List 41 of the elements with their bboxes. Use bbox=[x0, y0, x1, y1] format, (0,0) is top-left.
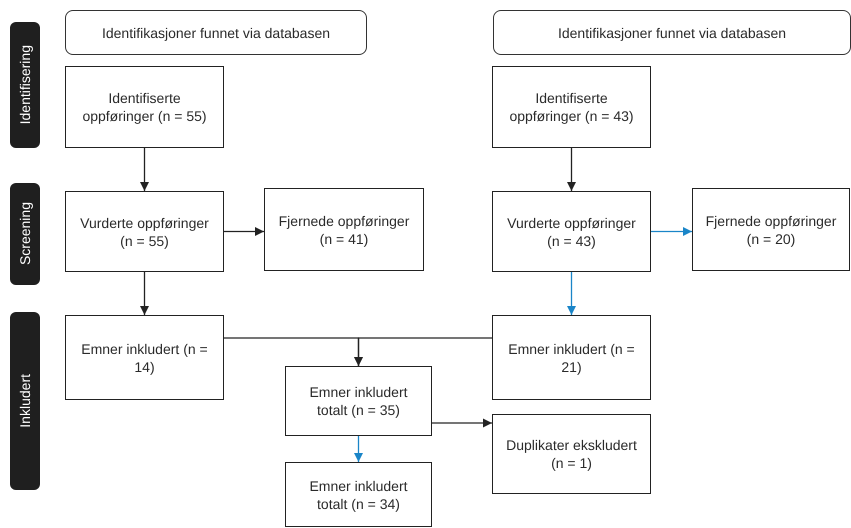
stage-text: Identifisering bbox=[17, 45, 33, 125]
node-text: Identifiserte oppføringer (n = 43) bbox=[508, 89, 635, 125]
stage-label bbox=[10, 183, 40, 285]
node-text: Emner inkludert totalt (n = 35) bbox=[308, 383, 409, 419]
arrow bbox=[566, 148, 576, 191]
node-text: Vurderte oppføringer (n = 55) bbox=[79, 214, 210, 250]
stage-label bbox=[10, 312, 40, 490]
process-box bbox=[65, 191, 224, 272]
process-box bbox=[285, 366, 432, 436]
arrow bbox=[140, 148, 150, 191]
arrow bbox=[354, 337, 492, 366]
node-text: Emner inkludert (n = 21) bbox=[507, 340, 636, 376]
stage-label bbox=[10, 22, 40, 148]
node-text: Emner inkludert (n = 14) bbox=[80, 340, 209, 376]
process-box bbox=[65, 66, 224, 148]
arrow bbox=[432, 418, 492, 428]
process-box bbox=[264, 188, 424, 271]
arrow bbox=[224, 226, 264, 236]
process-box bbox=[492, 414, 651, 494]
arrow bbox=[566, 272, 576, 315]
process-box bbox=[492, 315, 651, 400]
stage-text: Screening bbox=[17, 202, 33, 266]
arrow bbox=[140, 272, 150, 315]
node-text: Duplikater ekskludert (n = 1) bbox=[505, 436, 638, 472]
node-text: Fjernede oppføringer (n = 41) bbox=[278, 212, 410, 248]
process-box bbox=[492, 66, 651, 148]
source-header bbox=[493, 10, 851, 55]
arrow bbox=[354, 436, 364, 462]
arrow bbox=[651, 226, 692, 236]
stage-text: Inkludert bbox=[17, 374, 33, 428]
node-text: Vurderte oppføringer (n = 43) bbox=[506, 214, 637, 250]
process-box bbox=[285, 462, 432, 527]
process-box bbox=[65, 315, 224, 400]
node-text: Identifikasjoner funnet via databasen bbox=[558, 24, 786, 42]
source-header bbox=[65, 10, 367, 55]
node-text: Identifiserte oppføringer (n = 55) bbox=[81, 89, 208, 125]
process-box bbox=[492, 191, 651, 272]
node-text: Emner inkludert totalt (n = 34) bbox=[308, 476, 409, 512]
process-box bbox=[692, 188, 850, 271]
node-text: Fjernede oppføringer (n = 20) bbox=[704, 212, 838, 248]
node-text: Identifikasjoner funnet via databasen bbox=[102, 24, 330, 42]
